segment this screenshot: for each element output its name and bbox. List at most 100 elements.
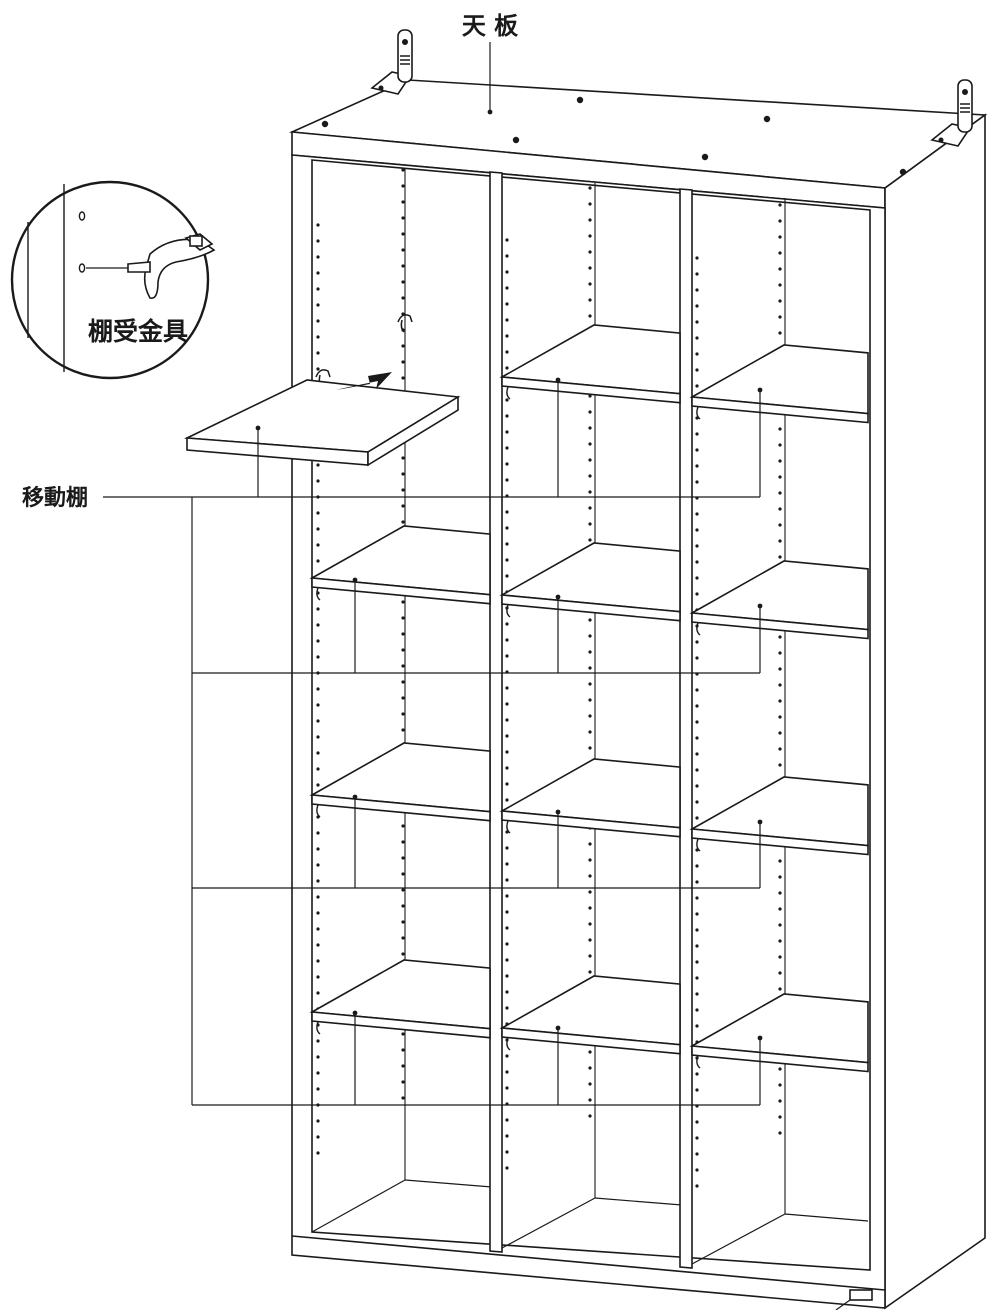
peg-hole xyxy=(778,763,782,767)
peg-hole xyxy=(588,746,592,750)
peg-hole xyxy=(695,560,699,564)
peg-hole xyxy=(588,714,592,718)
peg-hole xyxy=(505,238,509,242)
peg-hole xyxy=(316,639,320,643)
peg-hole xyxy=(695,912,699,916)
peg-hole xyxy=(588,970,592,974)
peg-hole xyxy=(505,270,509,274)
peg-hole xyxy=(695,1088,699,1092)
level-adjuster xyxy=(835,1289,873,1310)
peg-hole xyxy=(505,302,509,306)
fixed-shelf-edge xyxy=(311,577,491,605)
peg-hole xyxy=(588,650,592,654)
peg-hole xyxy=(316,783,320,787)
peg-hole xyxy=(695,256,699,260)
peg-hole xyxy=(778,1131,782,1135)
peg-hole xyxy=(401,728,405,732)
peg-hole xyxy=(778,267,782,271)
peg-hole xyxy=(316,1087,320,1091)
peg-hole xyxy=(588,506,592,510)
peg-hole xyxy=(778,539,782,543)
peg-hole xyxy=(316,879,320,883)
peg-hole xyxy=(588,1082,592,1086)
peg-hole xyxy=(695,448,699,452)
peg-hole xyxy=(316,255,320,259)
peg-hole xyxy=(401,344,405,348)
peg-hole xyxy=(505,798,509,802)
peg-hole xyxy=(401,616,405,620)
peg-hole xyxy=(778,683,782,687)
peg-hole xyxy=(505,1086,509,1090)
peg-hole xyxy=(401,280,405,284)
peg-hole xyxy=(401,472,405,476)
peg-hole xyxy=(316,991,320,995)
peg-hole xyxy=(401,824,405,828)
peg-hole xyxy=(505,958,509,962)
shelf-bracket xyxy=(316,587,321,601)
peg-hole xyxy=(778,315,782,319)
anti-tip-bracket-left xyxy=(370,29,413,95)
peg-hole xyxy=(778,875,782,879)
peg-hole xyxy=(778,203,782,207)
peg-hole xyxy=(401,520,405,524)
peg-hole xyxy=(778,891,782,895)
peg-hole xyxy=(316,975,320,979)
peg-hole xyxy=(588,218,592,222)
peg-hole xyxy=(778,667,782,671)
peg-hole xyxy=(316,767,320,771)
peg-hole xyxy=(505,398,509,402)
peg-hole xyxy=(695,592,699,596)
peg-hole xyxy=(695,480,699,484)
shelf-bracket xyxy=(506,604,511,618)
peg-hole xyxy=(778,747,782,751)
peg-hole xyxy=(401,712,405,716)
peg-hole xyxy=(695,304,699,308)
shelf-bracket xyxy=(696,1055,701,1069)
fixed-shelf-edge xyxy=(691,612,869,640)
peg-hole xyxy=(316,1151,320,1155)
peg-hole xyxy=(588,410,592,414)
peg-hole xyxy=(401,360,405,364)
peg-hole xyxy=(778,475,782,479)
peg-hole xyxy=(505,350,509,354)
peg-hole xyxy=(588,474,592,478)
peg-hole xyxy=(588,698,592,702)
top-panel-screws xyxy=(321,96,907,176)
peg-hole xyxy=(505,1118,509,1122)
peg-hole xyxy=(778,923,782,927)
fixed-shelf-edge xyxy=(691,1045,869,1073)
fixed-shelf-edge xyxy=(311,794,491,822)
peg-hole xyxy=(695,320,699,324)
bracket-detail-callout: 棚受金具 xyxy=(10,180,216,380)
movable-shelf-leaders xyxy=(103,380,761,1106)
peg-hole xyxy=(505,894,509,898)
peg-hole xyxy=(316,511,320,515)
peg-hole xyxy=(401,1048,405,1052)
peg-hole xyxy=(695,432,699,436)
peg-hole xyxy=(695,1120,699,1124)
peg-hole xyxy=(401,600,405,604)
peg-hole xyxy=(401,216,405,220)
movable-shelf-label: 移動棚 xyxy=(22,485,88,511)
peg-hole xyxy=(505,718,509,722)
peg-hole xyxy=(778,907,782,911)
peg-hole xyxy=(505,1006,509,1010)
peg-hole xyxy=(695,992,699,996)
peg-hole xyxy=(588,954,592,958)
cabinet-right-side xyxy=(884,113,986,1310)
peg-hole xyxy=(778,987,782,991)
peg-hole xyxy=(695,960,699,964)
peg-hole xyxy=(778,283,782,287)
peg-hole xyxy=(316,479,320,483)
shelves xyxy=(309,324,869,1073)
peg-hole xyxy=(778,299,782,303)
peg-hole xyxy=(588,522,592,526)
peg-hole xyxy=(588,394,592,398)
peg-hole xyxy=(316,271,320,275)
peg-hole xyxy=(695,272,699,276)
peg-hole xyxy=(401,504,405,508)
peg-hole xyxy=(695,896,699,900)
shelf-bracket xyxy=(506,386,511,400)
peg-hole xyxy=(588,938,592,942)
peg-hole xyxy=(401,1032,405,1036)
